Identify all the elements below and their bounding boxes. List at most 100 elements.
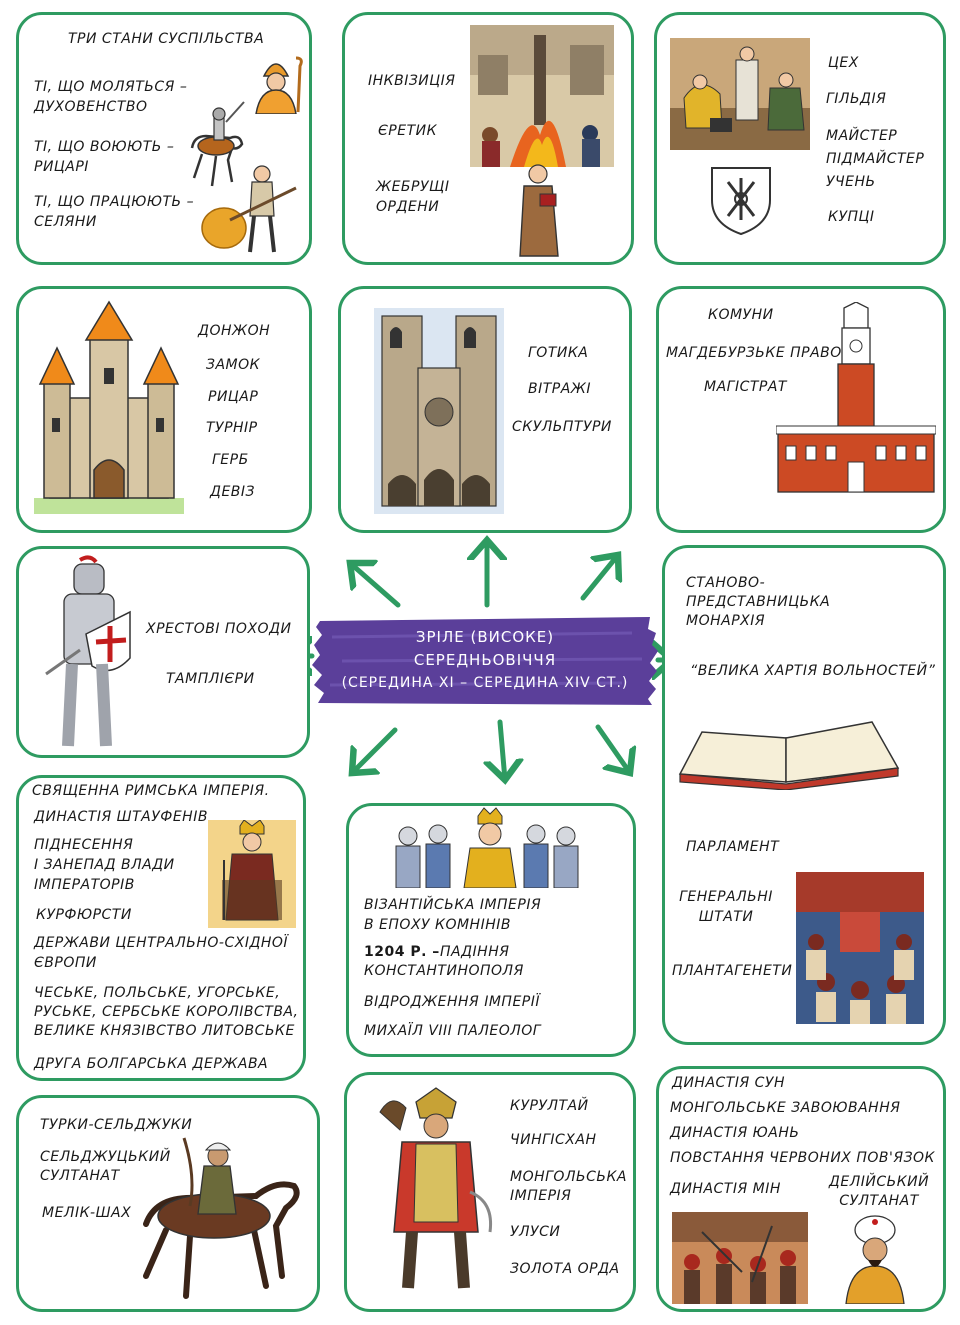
asia-line-6: ДЕЛІЙСЬКИЙ (828, 1174, 930, 1190)
asia-line-2: МОНГОЛЬСЬКЕ ЗАВОЮВАННЯ (670, 1100, 901, 1116)
crusades-templars: ТАМПЛІЄРИ (166, 671, 255, 687)
guilds-guild: ГІЛЬДІЯ (826, 91, 887, 107)
box-turks (16, 1095, 320, 1312)
arrow-down (500, 719, 505, 780)
turks-line-1: ТУРКИ-СЕЛЬДЖУКИ (40, 1117, 193, 1133)
asia-line-5: ДИНАСТІЯ МІН (670, 1181, 781, 1197)
byz-year: 1204 Р. – (364, 944, 440, 960)
brush-stroke-bg (312, 617, 658, 705)
guilds-submaster: ПІДМАЙСТЕР (826, 151, 925, 167)
arrow-down-left (352, 727, 398, 773)
church-inquisition: ІНКВІЗИЦІЯ (368, 73, 456, 89)
hre-line-1: СВЯЩЕННА РИМСЬКА ІМПЕРІЯ. (32, 783, 270, 799)
bishop-icon (255, 56, 303, 114)
hre-line-6: КУРФЮРСТИ (36, 907, 132, 923)
box-three-estates (16, 12, 312, 265)
guilds-merchants: КУПЦІ (828, 209, 875, 225)
hre-line-3: ПІДНЕСЕННЯ (34, 837, 134, 853)
center-title-block: ЗРІЛЕ (ВИСОКЕ) СЕРЕДНЬОВІЧЧЯ (СЕРЕДИНА X… (312, 615, 658, 707)
estates-pray-2: ДУХОВЕНСТВО (34, 99, 148, 115)
arrow-up-left (350, 563, 401, 608)
red-turban-picture (672, 1212, 808, 1304)
monarchy-3: МОНАРХІЯ (686, 613, 766, 629)
seljuk-rider-icon (143, 1137, 300, 1299)
hre-line-9: ЧЕСЬКЕ, ПОЛЬСЬКЕ, УГОРСЬКЕ, (34, 985, 281, 1001)
inquisition-picture (470, 25, 614, 167)
mongols-line-1: КУРУЛТАЙ (510, 1098, 589, 1114)
hre-line-5: ІМПЕРАТОРІВ (34, 877, 135, 893)
asia-line-1: ДИНАСТІЯ СУН (672, 1075, 785, 1091)
castle-coat: ГЕРБ (212, 452, 249, 468)
guilds-tsekh: ЦЕХ (828, 55, 859, 71)
center-line-3: (СЕРЕДИНА XI – СЕРЕДИНА XIV СТ.) (341, 675, 629, 691)
castle-motto: ДЕВІЗ (210, 484, 255, 500)
byz-line-2: В ЕПОХУ КОМНІНІВ (364, 917, 511, 933)
gothic-gothic: ГОТИКА (528, 345, 589, 361)
hre-line-8: ЄВРОПИ (34, 955, 97, 971)
parliament-picture (796, 872, 924, 1024)
byzantine-court-picture (395, 807, 579, 888)
estates-fight-2: РИЦАРІ (34, 159, 89, 175)
monarchy-states-2: ШТАТИ (698, 909, 754, 925)
monarchy-2: ПРЕДСТАВНИЦЬКА (686, 594, 831, 610)
monarchy-states-1: ГЕНЕРАЛЬНІ (679, 889, 773, 905)
monarchy-plantagenets: ПЛАНТАГЕНЕТИ (672, 963, 793, 979)
hre-line-12: ДРУГА БОЛГАРСЬКА ДЕРЖАВА (34, 1056, 269, 1072)
estates-work-2: СЕЛЯНИ (34, 214, 97, 230)
crusader-knight-icon (45, 555, 131, 747)
center-line-1: ЗРІЛЕ (ВИСОКЕ) (415, 628, 555, 646)
turks-line-3: СУЛТАНАТ (40, 1168, 120, 1184)
mongols-line-3: МОНГОЛЬСЬКА (510, 1169, 627, 1185)
estates-fight-1: ТІ, ЩО ВОЮЮТЬ – (34, 139, 175, 155)
monarchy-parliament: ПАРЛАМЕНТ (686, 839, 780, 855)
asia-line-7: СУЛТАНАТ (839, 1193, 919, 1209)
city-communes: КОМУНИ (708, 307, 774, 323)
arrow-down-right (595, 724, 630, 773)
monarchy-1: СТАНОВО- (686, 575, 766, 591)
mongols-line-5: УЛУСИ (510, 1224, 561, 1240)
city-law: МАГДЕБУРЗЬКЕ ПРАВО (666, 345, 842, 361)
estates-work-1: ТІ, ЩО ПРАЦЮЮТЬ – (34, 194, 195, 210)
peasant-icon (201, 165, 297, 253)
city-magistrat: МАГІСТРАТ (704, 379, 787, 395)
church-orders-2: ОРДЕНИ (376, 199, 440, 215)
church-orders-1: ЖЕБРУЩІ (376, 179, 450, 195)
gothic-sculpt: СКУЛЬПТУРИ (512, 419, 612, 435)
town-hall-icon (776, 302, 936, 493)
mongols-line-2: ЧИНГІСХАН (510, 1132, 597, 1148)
asia-line-4: ПОВСТАННЯ ЧЕРВОНИХ ПОВ'ЯЗОК (670, 1150, 936, 1166)
byz-line-6: МИХАЇЛ VIII ПАЛЕОЛОГ (364, 1023, 542, 1039)
crusades-crusades: ХРЕСТОВІ ПОХОДИ (146, 621, 292, 637)
gothic-glass: ВІТРАЖІ (528, 381, 592, 397)
hre-line-10: РУСЬКЕ, СЕРБСЬКЕ КОРОЛІВСТВА, (34, 1004, 299, 1020)
byz-line-3: ПАДІННЯ (440, 944, 510, 960)
arrow-up-right (580, 555, 618, 601)
monarchy-charter: “ВЕЛИКА ХАРТІЯ ВОЛЬНОСТЕЙ” (690, 663, 936, 679)
byz-line-1: ВІЗАНТІЙСЬКА ІМПЕРІЯ (364, 897, 542, 913)
byz-line-4: КОНСТАНТИНОПОЛЯ (364, 963, 524, 979)
hre-line-2: ДИНАСТІЯ ШТАУФЕНІВ (34, 809, 208, 825)
mongols-line-6: ЗОЛОТА ОРДА (510, 1261, 620, 1277)
church-heretic: ЄРЕТИК (378, 123, 438, 139)
castle-donjon: ДОНЖОН (198, 323, 271, 339)
turks-line-4: МЕЛІК-ШАХ (42, 1205, 132, 1221)
guild-emblem-icon (711, 167, 771, 236)
cathedral-icon (374, 308, 504, 514)
turks-line-2: СЕЛЬДЖУЦЬКИЙ (40, 1149, 171, 1165)
monk-icon (519, 164, 559, 257)
workshop-picture (670, 38, 810, 150)
hre-line-7: ДЕРЖАВИ ЦЕНТРАЛЬНО-СХІДНОЇ (34, 935, 289, 951)
center-line-2: СЕРЕДНЬОВІЧЧЯ (413, 651, 557, 669)
emperor-picture (208, 820, 296, 928)
asia-line-3: ДИНАСТІЯ ЮАНЬ (670, 1125, 800, 1141)
genghis-khan-icon (379, 1087, 493, 1289)
book-icon (678, 721, 900, 790)
guilds-apprentice: УЧЕНЬ (826, 174, 876, 190)
castle-icon (34, 300, 184, 514)
box-byzantium (346, 803, 636, 1057)
estates-pray-1: ТІ, ЩО МОЛЯТЬСЯ – (34, 79, 188, 95)
hre-line-11: ВЕЛИКЕ КНЯЗІВСТВО ЛИТОВСЬКЕ (34, 1023, 295, 1039)
estates-title: ТРИ СТАНИ СУСПІЛЬСТВА (68, 31, 265, 47)
castle-knight: РИЦАР (208, 389, 259, 405)
hre-line-4: І ЗАНЕПАД ВЛАДИ (34, 857, 175, 873)
